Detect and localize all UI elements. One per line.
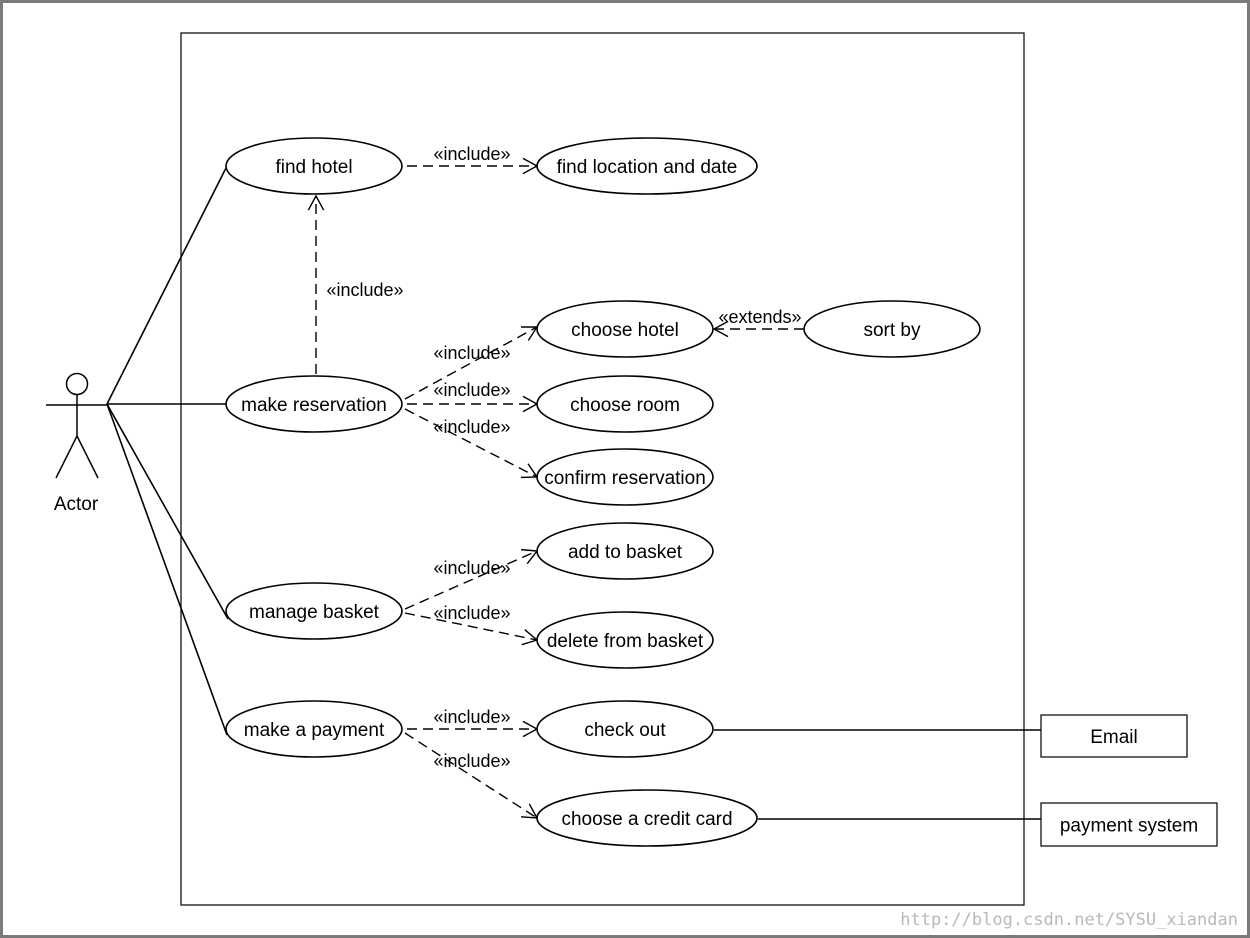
- external-systems: Email payment system: [1040, 714, 1218, 847]
- stereotype-label: «include»: [433, 144, 510, 164]
- dependency-line: [404, 732, 538, 819]
- use-case-ellipse: [225, 375, 403, 433]
- association-actor-find-hotel: [106, 165, 228, 405]
- dependency-line: [404, 612, 538, 641]
- use-case-find-hotel[interactable]: find hotel: [225, 137, 403, 195]
- stereotype-label: «include»: [433, 380, 510, 400]
- use-case-label: sort by: [863, 320, 921, 341]
- use-case-choose-credit-card[interactable]: choose a credit card: [536, 789, 758, 847]
- use-case-delete-from-basket[interactable]: delete from basket: [536, 611, 714, 669]
- system-boundary: [180, 32, 1025, 906]
- use-case-ellipse: [536, 137, 758, 195]
- use-case-label: choose a credit card: [561, 809, 732, 830]
- dependency-make-reservation-find-hotel: «include»: [307, 194, 404, 374]
- use-case-label: make a payment: [244, 720, 385, 741]
- stereotype-label: «include»: [326, 280, 403, 300]
- use-case-choose-room[interactable]: choose room: [536, 375, 714, 433]
- watermark: http://blog.csdn.net/SYSU_xiandan: [900, 910, 1238, 930]
- stereotype-label: «include»: [433, 417, 510, 437]
- use-case-label: find location and date: [557, 157, 738, 178]
- actor-left-leg: [55, 435, 78, 479]
- association-lines: [106, 165, 1041, 820]
- use-case-label: find hotel: [275, 157, 352, 178]
- use-case-ellipse: [225, 700, 403, 758]
- open-arrowhead-icon: [307, 194, 325, 211]
- use-case-make-reservation[interactable]: make reservation: [225, 375, 403, 433]
- dependency-arrows: «include» «include» «include» «include» «inc…: [307, 144, 804, 819]
- stereotype-label: «include»: [433, 558, 510, 578]
- use-case-label: check out: [584, 720, 666, 741]
- dependency-manage-basket-add-to-basket: «include»: [404, 548, 539, 610]
- stereotype-label: «include»: [433, 343, 510, 363]
- use-case-ellipse: [536, 611, 714, 669]
- use-case-ellipse: [536, 700, 714, 758]
- actor-label: Actor: [54, 494, 99, 515]
- use-case-ellipse: [803, 300, 981, 358]
- use-case-ellipse: [536, 375, 714, 433]
- use-case-choose-hotel[interactable]: choose hotel: [536, 300, 714, 358]
- actor-head-icon: [65, 372, 89, 396]
- association-actor-make-payment: [106, 403, 228, 736]
- use-case-ellipse: [536, 789, 758, 847]
- dependency-line: [404, 408, 538, 478]
- use-case-ellipse: [536, 300, 714, 358]
- dependency-line: [404, 550, 538, 610]
- dependency-sort-by-choose-hotel: «extends»: [712, 307, 804, 338]
- use-case-label: add to basket: [568, 542, 683, 563]
- external-system-label: Email: [1090, 727, 1138, 748]
- stereotype-label: «include»: [433, 603, 510, 623]
- use-case-manage-basket[interactable]: manage basket: [225, 582, 403, 640]
- use-case-label: delete from basket: [547, 631, 704, 652]
- use-case-find-location[interactable]: find location and date: [536, 137, 758, 195]
- use-case-make-payment[interactable]: make a payment: [225, 700, 403, 758]
- use-case-ellipse: [536, 522, 714, 580]
- stereotype-label: «extends»: [718, 307, 801, 327]
- external-system-box: [1040, 802, 1218, 847]
- use-case-add-to-basket[interactable]: add to basket: [536, 522, 714, 580]
- use-case-sort-by[interactable]: sort by: [803, 300, 981, 358]
- use-case-ellipse: [225, 582, 403, 640]
- use-case-confirm-reservation[interactable]: confirm reservation: [536, 448, 714, 506]
- stereotype-label: «include»: [433, 751, 510, 771]
- use-case-label: manage basket: [249, 602, 380, 623]
- association-actor-manage-basket: [106, 403, 229, 620]
- external-system-box: [1040, 714, 1188, 758]
- external-system-payment-system[interactable]: payment system: [1040, 802, 1218, 847]
- actor[interactable]: Actor: [46, 372, 108, 516]
- use-case-label: choose room: [570, 395, 680, 416]
- dependency-line: [404, 326, 538, 400]
- external-system-label: payment system: [1060, 816, 1198, 837]
- use-case-ellipse: [536, 448, 714, 506]
- use-case-label: confirm reservation: [544, 468, 706, 489]
- actor-right-leg: [76, 435, 99, 479]
- use-case-label: choose hotel: [571, 320, 679, 341]
- external-system-email[interactable]: Email: [1040, 714, 1188, 758]
- open-arrowhead-icon: [712, 320, 729, 338]
- use-case-ellipse: [225, 137, 403, 195]
- stereotype-label: «include»: [433, 707, 510, 727]
- use-case-check-out[interactable]: check out: [536, 700, 714, 758]
- use-cases: find hotel find location and date choose h…: [225, 137, 981, 847]
- use-case-label: make reservation: [241, 395, 387, 416]
